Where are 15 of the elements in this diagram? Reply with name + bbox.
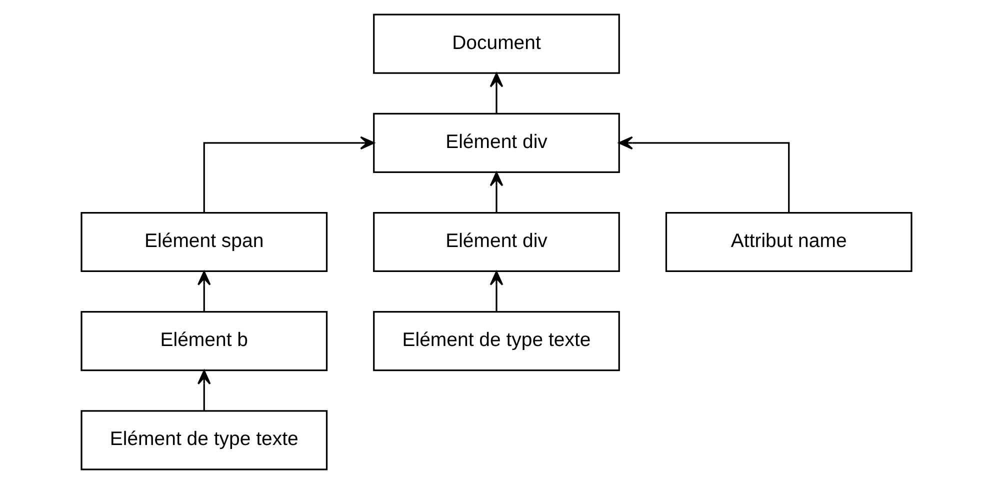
node-box: Elément de type texte	[80, 410, 328, 470]
arrow	[618, 136, 790, 212]
arrow	[489, 172, 503, 212]
arrow	[196, 370, 210, 410]
arrow	[196, 270, 210, 312]
node-box: Elément div	[372, 212, 620, 272]
node-box: Elément de type texte	[372, 311, 620, 372]
node-box: Document	[372, 14, 620, 74]
arrow	[489, 270, 503, 312]
node-box: Elément div	[372, 112, 620, 173]
arrow	[489, 72, 503, 114]
arrow	[202, 136, 374, 212]
node-box: Elément span	[80, 212, 328, 272]
node-box: Attribut name	[664, 212, 912, 272]
node-box: Elément b	[80, 311, 328, 372]
